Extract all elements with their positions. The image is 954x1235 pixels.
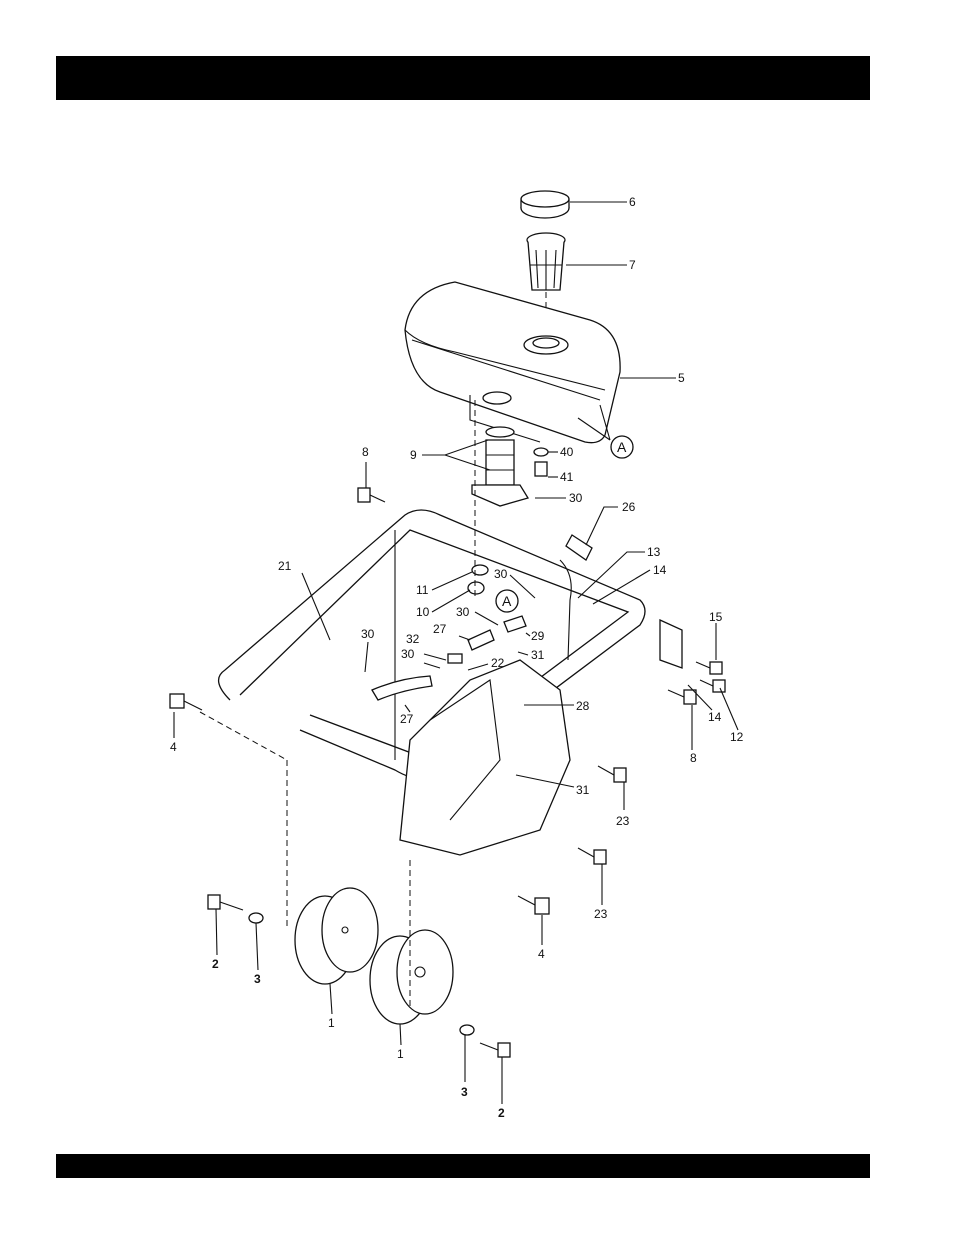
hose-32 [448, 654, 462, 663]
callout-13: 13 [647, 545, 661, 559]
callout-30-a: 30 [569, 491, 583, 505]
callout-31-lower: 31 [576, 783, 590, 797]
callout-26: 26 [622, 500, 636, 514]
callout-4-left: 4 [170, 740, 177, 754]
plate-13 [660, 620, 682, 668]
bolt-2-upper [208, 895, 243, 910]
callout-2-upper: 2 [212, 957, 219, 971]
callout-32: 32 [406, 632, 420, 646]
fuel-strainer [527, 233, 565, 290]
washer-3-upper [249, 913, 263, 923]
callout-23-upper: 23 [616, 814, 630, 828]
mount-damper-right [370, 930, 453, 1024]
callout-3-upper: 3 [254, 972, 261, 986]
callout-30-d: 30 [361, 627, 375, 641]
fuel-cap [521, 191, 569, 218]
callout-8-lower: 8 [690, 751, 697, 765]
callout-40: 40 [560, 445, 574, 459]
nut-11 [472, 565, 488, 575]
bolt-15 [696, 662, 722, 674]
callout-29: 29 [531, 629, 545, 643]
callout-15: 15 [709, 610, 723, 624]
callout-27-upper: 27 [433, 622, 447, 636]
callout-21: 21 [278, 559, 292, 573]
callout-5: 5 [678, 371, 685, 385]
callout-10: 10 [416, 605, 430, 619]
bolt-4-left [170, 694, 202, 710]
drain-bolt-41 [535, 462, 547, 476]
nut-10 [468, 582, 484, 594]
callout-7: 7 [629, 258, 636, 272]
callout-8-upper: 8 [362, 445, 369, 459]
callout-2-lower: 2 [498, 1106, 505, 1120]
bolt-8-upper [358, 488, 385, 502]
callout-1-left: 1 [328, 1016, 335, 1030]
callout-4-right: 4 [538, 947, 545, 961]
fuel-tank [405, 282, 620, 443]
callout-30-c: 30 [456, 605, 470, 619]
bolt-2-lower [480, 1043, 510, 1057]
callout-30-b: 30 [494, 567, 508, 581]
callout-28: 28 [576, 699, 590, 713]
callout-30-e: 30 [401, 647, 415, 661]
callout-A-upper: A [617, 439, 627, 455]
callout-3-lower: 3 [461, 1085, 468, 1099]
callout-14-lower: 14 [708, 710, 722, 724]
bolt-23-upper [598, 766, 626, 782]
bolt-23-lower [578, 848, 606, 864]
bolt-4-right [518, 896, 549, 914]
callout-27-lower: 27 [400, 712, 414, 726]
callout-23-lower: 23 [594, 907, 608, 921]
washer-40 [534, 448, 548, 456]
callout-A-lower: A [502, 593, 512, 609]
washer-3-lower [460, 1025, 474, 1035]
callout-11: 11 [416, 583, 429, 597]
callout-22: 22 [491, 656, 505, 670]
fuel-hose-26 [566, 535, 592, 560]
callout-14-upper: 14 [653, 563, 667, 577]
mount-damper-left [295, 888, 378, 984]
callout-12: 12 [730, 730, 744, 744]
callout-9: 9 [410, 448, 417, 462]
callout-31-upper: 31 [531, 648, 545, 662]
callout-1-right: 1 [397, 1047, 404, 1061]
bolt-8-lower [668, 690, 696, 704]
callout-41: 41 [560, 470, 574, 484]
callout-6: 6 [629, 195, 636, 209]
